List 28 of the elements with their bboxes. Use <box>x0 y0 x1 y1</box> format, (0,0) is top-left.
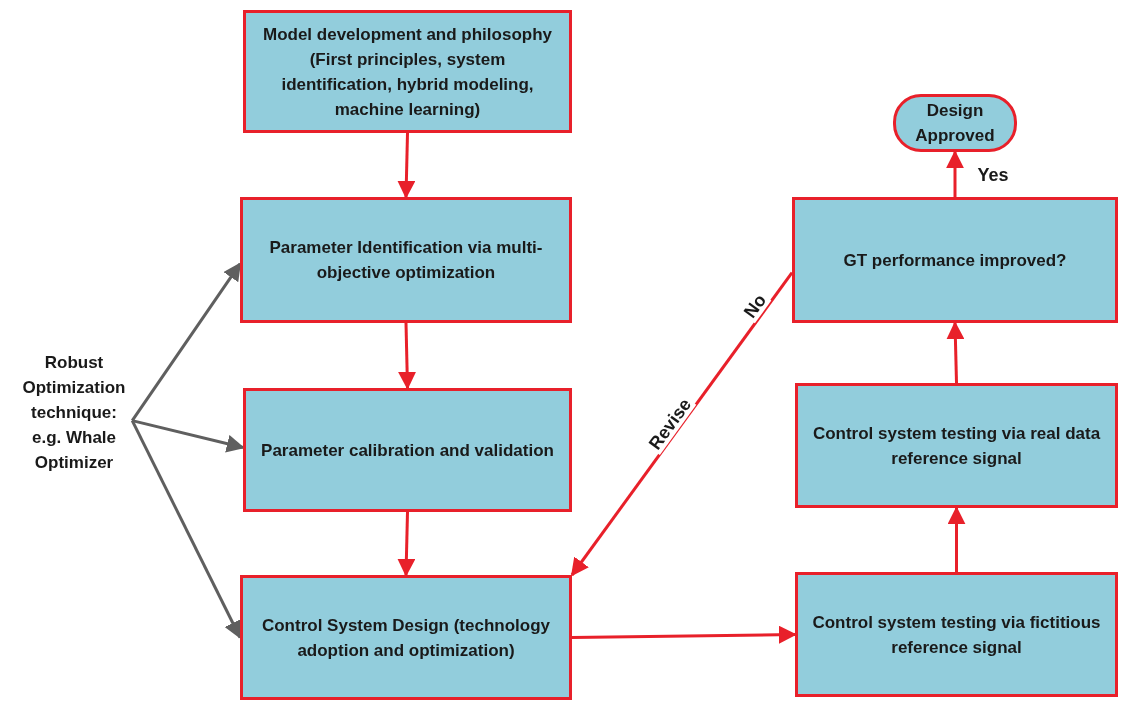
arrow <box>131 262 242 422</box>
arrow <box>397 511 416 577</box>
process-box <box>240 575 572 700</box>
arrow <box>946 321 965 384</box>
arrow <box>946 150 964 197</box>
process-box <box>243 10 572 133</box>
box-text: Parameter Identification via multi-objective optimization <box>268 237 544 284</box>
arrow <box>570 271 794 577</box>
arrow <box>398 322 417 390</box>
box-text: Control system testing via fictitious reference signal <box>811 611 1102 659</box>
process-box <box>795 572 1118 697</box>
node-text: Robust Optimization technique: e.g. Whale Optimizer <box>21 352 127 474</box>
box-text: Model development and philosophy (First principles, system identification, hybrid modeling, machine learning) <box>262 23 553 121</box>
process-box <box>240 197 572 323</box>
arrow <box>131 419 245 453</box>
arrow <box>397 132 416 199</box>
box-text: GT performance improved? <box>843 249 1067 272</box>
box-text: Control system testing via real data reference signal <box>811 422 1102 470</box>
process-box <box>792 197 1118 323</box>
arrow <box>947 506 966 572</box>
box-text: Control System Design (technology adoption and optimization) <box>260 614 552 662</box>
process-box <box>243 388 572 512</box>
arrow <box>571 625 797 644</box>
terminal-box <box>893 94 1017 152</box>
box-text: Parameter calibration and validation <box>261 439 554 462</box>
box-text: Design Approved <box>914 100 996 147</box>
arrow <box>130 419 242 640</box>
process-box <box>795 383 1118 508</box>
